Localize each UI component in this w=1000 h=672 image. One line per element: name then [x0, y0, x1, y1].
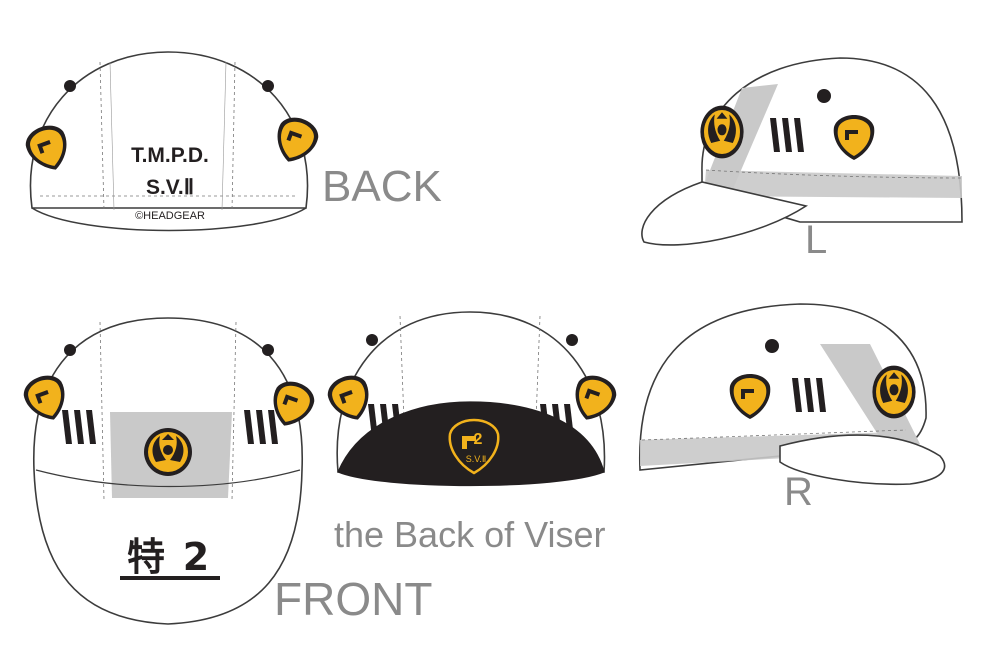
visor-underside [337, 401, 605, 487]
back-label: BACK [322, 162, 442, 211]
visor-emblem-number: 2 [474, 431, 483, 448]
right-view [638, 303, 946, 486]
eyelet [64, 80, 76, 92]
eyelet [366, 334, 378, 346]
back-print-line2: S.V.Ⅱ [146, 176, 194, 199]
back-view: T.M.P.D. S.V.Ⅱ ©HEADGEAR [21, 51, 323, 232]
front-kanji: 特 [127, 535, 165, 579]
stripes-icon [62, 410, 96, 444]
left-view [641, 57, 963, 246]
visor-emblem-icon [448, 418, 500, 475]
stripes-icon [770, 118, 804, 152]
wreath-badge-icon [700, 105, 744, 159]
back-print-line1: T.M.P.D. [131, 144, 209, 167]
visor-back-view: 2 S.V.Ⅱ [323, 311, 621, 487]
right-visor [779, 434, 946, 486]
front-label: FRONT [274, 573, 433, 625]
visor-back-label: the Back of Viser [334, 514, 606, 555]
wreath-badge-icon [872, 365, 916, 419]
left-visor [641, 181, 809, 246]
eyelet [566, 334, 578, 346]
right-label: R [784, 470, 813, 514]
wreath-badge-icon [144, 428, 192, 476]
stripes-icon [792, 378, 826, 412]
back-copyright: ©HEADGEAR [135, 210, 205, 222]
left-label: L [805, 218, 828, 262]
stripes-icon [244, 410, 278, 444]
eyelet [64, 344, 76, 356]
front-underline [120, 576, 220, 580]
front-view: 特 2 [19, 317, 319, 625]
eyelet [817, 89, 831, 103]
right-grey-band [820, 344, 920, 444]
front-number: 2 [183, 535, 209, 579]
eyelet [262, 344, 274, 356]
visor-emblem-unit: S.V.Ⅱ [466, 454, 487, 464]
eyelet [765, 339, 779, 353]
eyelet [262, 80, 274, 92]
